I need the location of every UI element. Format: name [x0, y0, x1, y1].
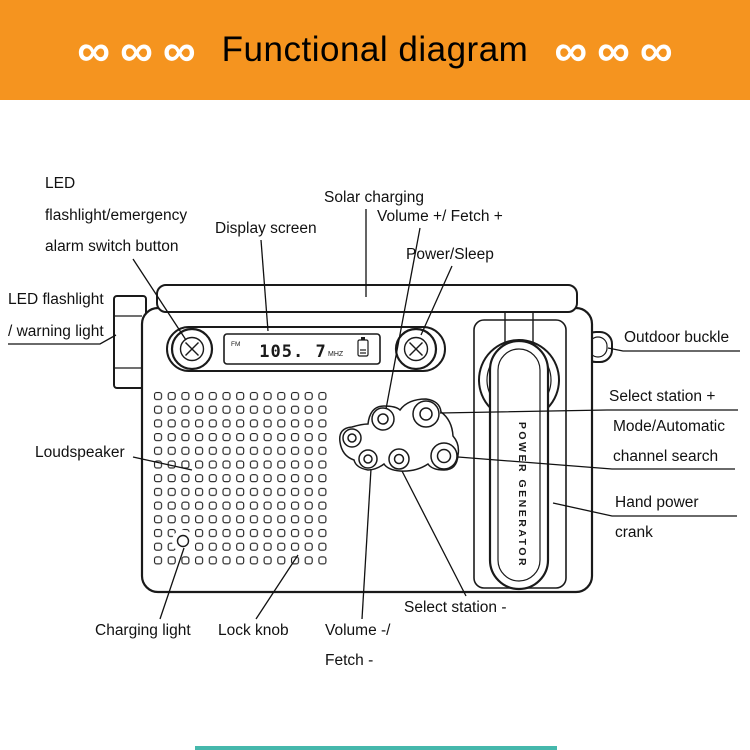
leader-volume-plus — [385, 227, 421, 410]
label-select-station-minus: Select station - — [404, 599, 507, 616]
display-frequency: 105. 7 — [259, 342, 326, 362]
volume-plus-button — [371, 407, 395, 431]
banner: ∞∞∞ Functional diagram ∞∞∞ — [0, 0, 750, 100]
label-led-switch-line2: flashlight/emergency — [45, 207, 188, 224]
infinity-decoration-right: ∞∞∞ — [554, 24, 683, 76]
leader-charging-light — [159, 547, 185, 620]
volume-minus-button — [358, 449, 378, 469]
leader-mode-auto — [457, 456, 735, 470]
label-charging-light: Charging light — [95, 622, 191, 639]
label-mode-auto-line1: Mode/Automatic — [613, 418, 725, 435]
hand-crank: POWER GENERATOR — [473, 312, 567, 591]
power-sleep-knob — [394, 327, 438, 371]
loudspeaker-grille — [152, 390, 330, 566]
leader-outdoor-buckle — [607, 347, 740, 352]
mode-button — [430, 442, 458, 470]
leader-hand-crank — [552, 502, 737, 517]
label-power-sleep: Power/Sleep — [406, 246, 494, 263]
leader-select-station-minus — [401, 470, 467, 597]
label-outdoor-buckle: Outdoor buckle — [624, 329, 730, 346]
label-led-warning-line1: LED flashlight — [8, 291, 104, 308]
leader-lock-knob — [255, 554, 299, 620]
display-band: FM — [231, 341, 240, 348]
leader-loudspeaker — [132, 456, 193, 471]
display-unit: MHZ — [328, 351, 344, 358]
label-hand-crank-line1: Hand power — [615, 494, 699, 511]
label-hand-crank-line2: crank — [615, 524, 653, 541]
button-cluster — [339, 398, 460, 472]
charging-light — [176, 534, 190, 548]
leader-display-screen — [260, 239, 269, 332]
leader-led-warning — [8, 334, 117, 345]
flashlight-switch-knob — [170, 327, 214, 371]
label-mode-auto-line2: channel search — [613, 448, 719, 465]
top-control-pill: FM 105. 7 MHZ — [166, 326, 446, 372]
solar-top-panel — [156, 284, 578, 313]
leader-select-station-plus — [439, 409, 738, 414]
label-volume-minus-line2: Fetch - — [325, 652, 374, 669]
leader-lines — [8, 209, 740, 620]
display-screen: FM 105. 7 MHZ — [223, 333, 381, 365]
label-lock-knob: Lock knob — [218, 622, 289, 639]
select-station-minus-button — [388, 448, 410, 470]
label-solar-charging: Solar charging — [324, 189, 424, 206]
label-display-screen: Display screen — [215, 220, 317, 237]
cluster-small-button — [342, 428, 362, 448]
label-select-station-plus: Select station + — [609, 388, 716, 405]
leader-volume-minus — [361, 468, 372, 620]
next-section-peek — [195, 746, 557, 750]
leader-led-switch — [132, 258, 187, 341]
crank-text: POWER GENERATOR — [516, 422, 528, 568]
label-volume-plus: Volume +/ Fetch + — [377, 208, 503, 225]
cluster-ribbon — [339, 398, 460, 472]
label-led-switch-line1: LED — [45, 175, 76, 192]
select-station-plus-button — [412, 400, 440, 428]
infinity-decoration-left: ∞∞∞ — [77, 24, 206, 76]
battery-icon — [357, 337, 369, 357]
label-led-warning-line2: / warning light — [8, 323, 104, 340]
page-title: Functional diagram — [221, 30, 529, 69]
leader-power-sleep — [420, 265, 453, 336]
label-volume-minus-line1: Volume -/ — [325, 622, 391, 639]
label-loudspeaker: Loudspeaker — [35, 444, 125, 461]
crank-handle — [488, 339, 550, 591]
label-led-switch-line3: alarm switch button — [45, 238, 179, 255]
